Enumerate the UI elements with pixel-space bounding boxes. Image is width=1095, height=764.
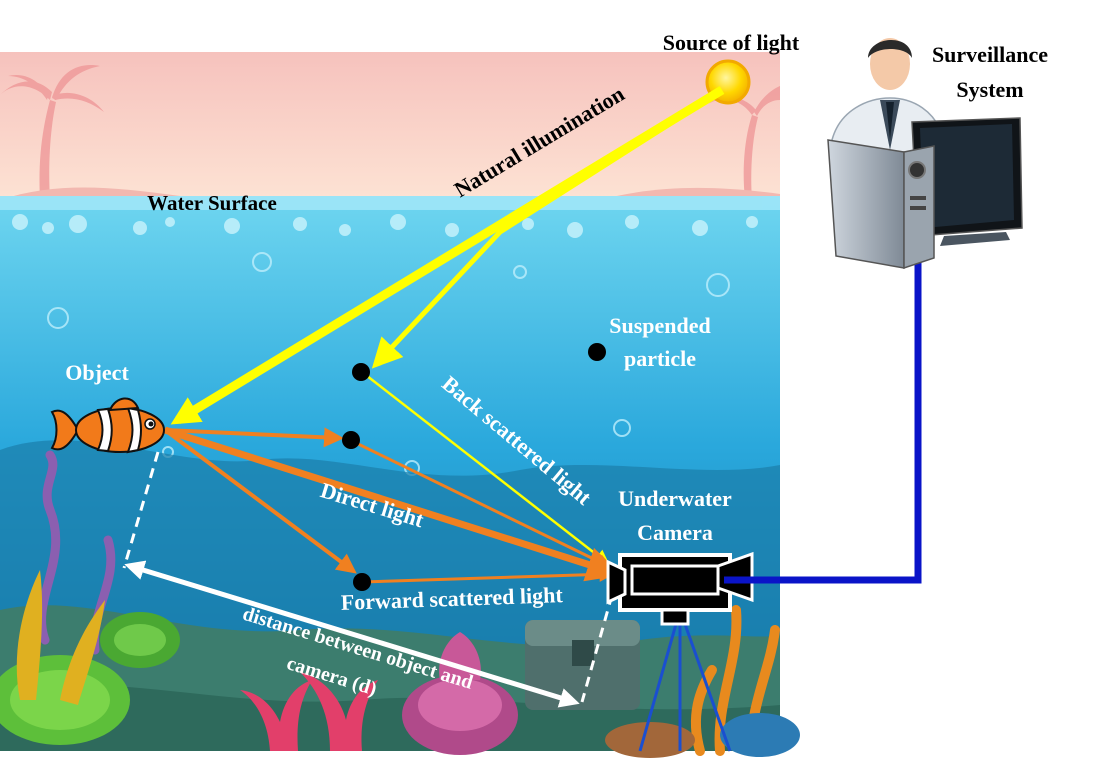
palm-tree-left — [0, 65, 104, 200]
object-drop-line — [122, 451, 160, 569]
sky — [0, 52, 780, 202]
camera-drop-line — [580, 594, 614, 703]
particle-icon — [342, 431, 360, 449]
natural-illumination-rays — [170, 86, 725, 565]
distance-indicator — [122, 451, 614, 708]
particle-icon — [352, 363, 370, 381]
direct-light-arrow — [163, 426, 623, 582]
particle-icon — [588, 343, 606, 361]
underwater-camera-label-line2: Camera — [637, 520, 713, 545]
video-camera-icon — [606, 551, 754, 752]
natural-illumination-arrow — [170, 86, 725, 425]
ray-to-lower-particle — [163, 428, 357, 574]
water-surface-foam — [0, 196, 780, 238]
computer-icon — [827, 117, 1023, 270]
surveillance-label-line2: System — [956, 77, 1023, 102]
clownfish-icon — [50, 397, 165, 454]
network-cable — [724, 262, 922, 584]
kelp-yellow-left — [16, 570, 105, 705]
backscatter-incident-ray — [371, 89, 722, 369]
distance-arrow — [124, 560, 580, 708]
palm-tree-right — [708, 86, 780, 200]
source-of-light-label: Source of light — [663, 30, 800, 55]
surveillance-label-line1: Surveillance — [932, 42, 1048, 67]
back-scattered-light-arrow — [361, 371, 610, 565]
ray-to-upper-particle — [164, 427, 344, 448]
object-label: Object — [65, 360, 129, 385]
camera-tripod — [638, 609, 732, 752]
ray-upper-particle-to-camera — [349, 438, 613, 569]
water-surface-label: Water Surface — [147, 191, 277, 215]
coral-blue-right — [605, 713, 800, 758]
underwater-camera-label-line1: Underwater — [618, 486, 732, 511]
suspended-particle-label-line2: particle — [624, 346, 696, 371]
suspended-particle-label-line1: Suspended — [609, 313, 711, 338]
